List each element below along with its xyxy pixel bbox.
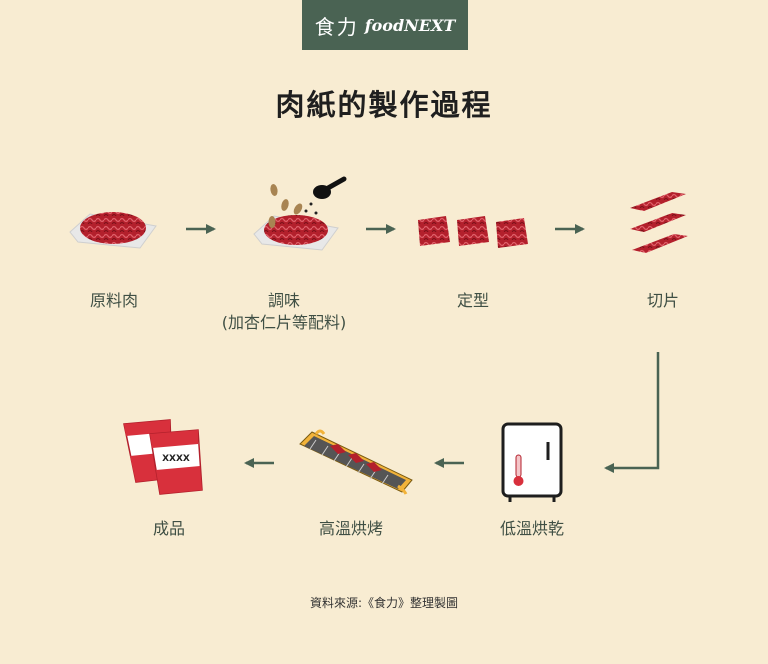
step-label-high-temp-baking: 高溫烘烤: [318, 519, 383, 538]
packaged-product-icon: XXXX: [123, 419, 203, 495]
step-label-raw-meat: 原料肉: [89, 291, 138, 310]
dryer-cabinet-icon: [501, 422, 563, 502]
source-note: 資料來源:《食力》整理製圖: [309, 596, 459, 610]
meat-slices-icon: [630, 192, 688, 253]
brand-name-cn: 食力: [314, 14, 359, 39]
step-label-low-temp-drying: 低溫烘乾: [499, 519, 564, 538]
seasoning-icon: [253, 176, 347, 251]
step-label-seasoning-sub: (加杏仁片等配料): [221, 313, 347, 332]
step-label-shaping: 定型: [456, 291, 489, 310]
raw-meat-icon: [69, 212, 157, 249]
package-label-text: XXXX: [162, 454, 190, 464]
step-label-slicing: 切片: [646, 291, 679, 310]
grill-rack-icon: [299, 429, 413, 495]
step-label-finished-product: 成品: [152, 519, 185, 538]
shaped-blocks-icon: [418, 216, 528, 248]
brand-name-en: foodNEXT: [364, 15, 456, 35]
arrow-4: [604, 352, 660, 473]
brand-logo: 食力 foodNEXT: [302, 0, 468, 50]
page-title: 肉紙的製作過程: [275, 88, 493, 122]
step-label-seasoning: 調味: [267, 291, 300, 310]
